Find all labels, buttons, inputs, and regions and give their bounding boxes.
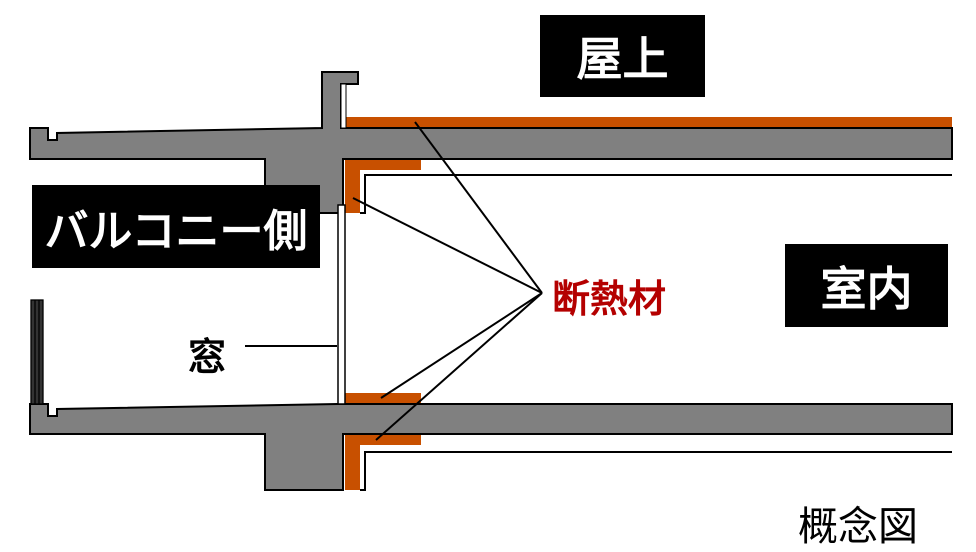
window-frame [337,204,346,405]
lower-slab [29,403,953,491]
insulation-leader-lines [352,121,543,441]
rooftop-label: 屋上 [540,15,705,97]
lower-ceiling-insulation [345,434,421,445]
upper-ceiling-insulation [345,159,421,170]
concept-diagram-caption: 概念図 [798,504,918,550]
floor-insulation [345,393,421,404]
upper-beam-insulation [345,159,360,213]
window-label: 窓 [188,335,227,379]
indoor-label: 室内 [785,244,948,327]
roof-insulation [344,117,952,128]
balcony-railing [30,299,44,405]
insulation-label: 断熱材 [552,277,667,321]
lower-beam-insulation [345,434,360,490]
balcony-side-label: バルコニー側 [32,185,320,268]
